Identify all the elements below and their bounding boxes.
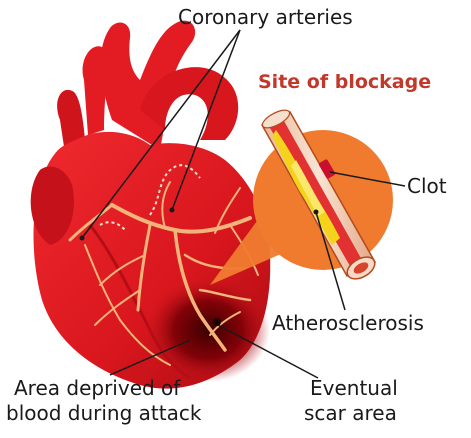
label-atherosclerosis: Atherosclerosis <box>272 311 424 335</box>
leader-dot-coronary-1 <box>80 236 85 241</box>
leader-dot-atherosclerosis <box>314 210 319 215</box>
label-site-of-blockage: Site of blockage <box>258 71 431 93</box>
vena-cava <box>83 46 107 135</box>
label-area-deprived-line2: blood during attack <box>6 401 202 425</box>
blockage-marker <box>213 318 221 326</box>
label-coronary-arteries: Coronary arteries <box>178 5 353 29</box>
label-area-deprived-line1: Area deprived of <box>14 376 181 400</box>
label-eventual-scar-line1: Eventual <box>310 376 398 400</box>
label-clot: Clot <box>407 174 447 198</box>
scar-area <box>146 278 270 382</box>
label-eventual-scar-line2: scar area <box>304 401 397 425</box>
leader-dot-coronary-2 <box>170 208 175 213</box>
